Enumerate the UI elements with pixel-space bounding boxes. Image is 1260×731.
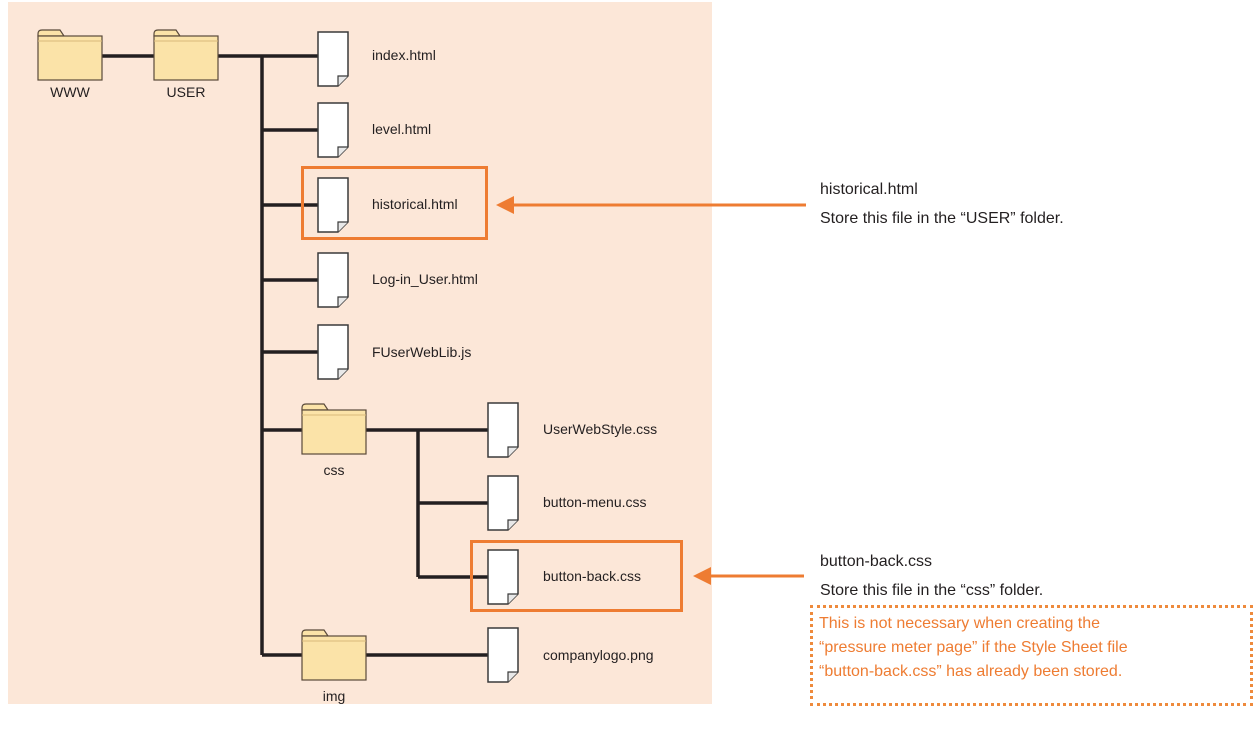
file-icon-userwebstyle bbox=[487, 402, 519, 458]
caution-line-1: This is not necessary when creating the bbox=[819, 615, 1101, 632]
highlight-box-button-back bbox=[470, 540, 683, 612]
folder-icon-user bbox=[153, 29, 219, 81]
folder-label-img: img bbox=[322, 688, 346, 704]
arrow-historical bbox=[496, 196, 806, 214]
file-label-button-back: button-back.css bbox=[543, 568, 642, 584]
file-icon-login bbox=[317, 252, 349, 308]
note-button-back-text: Store this file in the “css” folder. bbox=[820, 582, 1044, 599]
file-icon-level bbox=[317, 102, 349, 158]
folder-label-css: css bbox=[323, 462, 345, 478]
file-icon-companylogo bbox=[487, 627, 519, 683]
file-label-historical: historical.html bbox=[372, 196, 458, 212]
file-label-level: level.html bbox=[372, 121, 432, 137]
folder-icon-img bbox=[301, 629, 367, 681]
file-icon-fuserweblib bbox=[317, 324, 349, 380]
folder-icon-www bbox=[37, 29, 103, 81]
caution-note-box: This is not necessary when creating the … bbox=[810, 605, 1253, 706]
file-icon-index bbox=[317, 31, 349, 87]
file-label-fuserweblib: FUserWebLib.js bbox=[372, 344, 472, 360]
note-historical-text: Store this file in the “USER” folder. bbox=[820, 210, 1064, 227]
tree-panel bbox=[8, 2, 712, 704]
file-icon-button-menu bbox=[487, 475, 519, 531]
file-label-button-menu: button-menu.css bbox=[543, 494, 647, 510]
highlight-box-historical bbox=[301, 166, 488, 240]
note-historical-title: historical.html bbox=[820, 181, 918, 198]
folder-label-user: USER bbox=[166, 84, 206, 100]
file-label-index: index.html bbox=[372, 47, 436, 63]
note-button-back-title: button-back.css bbox=[820, 553, 933, 570]
arrow-button-back bbox=[693, 567, 804, 585]
folder-label-www: WWW bbox=[50, 84, 90, 100]
file-label-companylogo: companylogo.png bbox=[543, 647, 654, 663]
caution-line-2: “pressure meter page” if the Style Sheet… bbox=[819, 639, 1128, 656]
file-label-userwebstyle: UserWebStyle.css bbox=[543, 421, 658, 437]
tree-connectors bbox=[102, 54, 488, 657]
caution-line-3: “button-back.css” has already been store… bbox=[819, 663, 1123, 680]
file-label-login: Log-in_User.html bbox=[372, 271, 478, 287]
folder-icon-css bbox=[301, 403, 367, 455]
